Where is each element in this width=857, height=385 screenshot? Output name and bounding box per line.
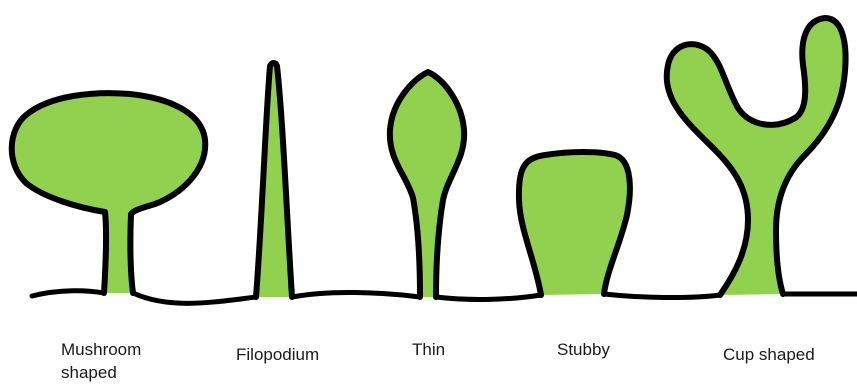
thin-spine — [390, 72, 464, 297]
cup-spine-shape — [667, 18, 846, 295]
label-stubby: Stubby — [557, 338, 610, 361]
label-mushroom: Mushroom shaped — [61, 338, 141, 384]
label-filopodium: Filopodium — [236, 343, 319, 366]
baseline-segment-4 — [436, 295, 541, 299]
baseline-segment-1 — [32, 291, 104, 296]
stubby-spine-shape — [519, 152, 630, 295]
thin-spine-shape — [390, 72, 464, 297]
baseline-segment-2 — [133, 293, 256, 303]
mushroom-spine-shape — [12, 93, 205, 293]
baseline-segment-3 — [292, 292, 420, 297]
filopodium-spine — [256, 63, 292, 297]
cup-spine — [667, 18, 846, 295]
baseline-segment-5 — [604, 294, 720, 298]
label-thin: Thin — [412, 338, 445, 361]
mushroom-spine — [12, 93, 205, 293]
stubby-spine — [519, 152, 630, 295]
filopodium-spine-shape — [256, 63, 292, 297]
label-cup: Cup shaped — [723, 343, 815, 366]
